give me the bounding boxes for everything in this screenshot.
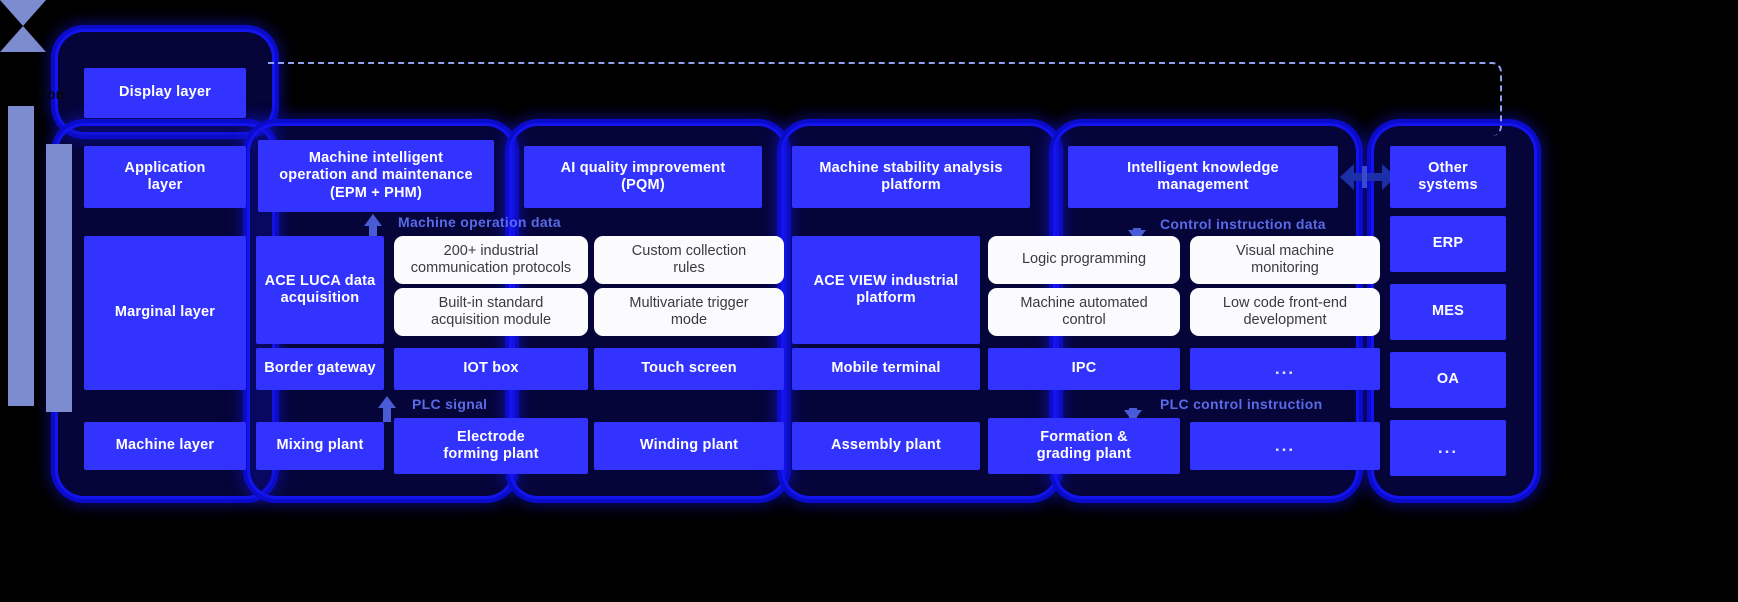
- bidirectional-arrow-icon: [1340, 160, 1396, 194]
- clipped-side-label: tion: [38, 86, 65, 102]
- card-custom-collection-rules[interactable]: Custom collection rules: [594, 236, 784, 284]
- app-card-machine-stability[interactable]: Machine stability analysis platform: [792, 146, 1030, 208]
- machine-more[interactable]: ...: [1190, 422, 1380, 470]
- app-card-machine-intelligent-om[interactable]: Machine intelligent operation and mainte…: [258, 140, 494, 212]
- card-visual-machine-monitoring[interactable]: Visual machine monitoring: [1190, 236, 1380, 284]
- card-low-code-front-end-development[interactable]: Low code front-end development: [1190, 288, 1380, 336]
- card-machine-automated-control[interactable]: Machine automated control: [988, 288, 1180, 336]
- card-logic-programming[interactable]: Logic programming: [988, 236, 1180, 284]
- machine-layer-label: Machine layer: [84, 422, 246, 470]
- device-more[interactable]: ...: [1190, 348, 1380, 390]
- device-iot-box[interactable]: IOT box: [394, 348, 588, 390]
- app-card-ai-quality-improvement[interactable]: AI quality improvement (PQM): [524, 146, 762, 208]
- machine-winding-plant[interactable]: Winding plant: [594, 422, 784, 470]
- application-layer-label: Application layer: [84, 146, 246, 208]
- downward-flow-arrow-head: [0, 0, 46, 26]
- app-card-intelligent-knowledge[interactable]: Intelligent knowledge management: [1068, 146, 1338, 208]
- machine-formation-grading-plant[interactable]: Formation & grading plant: [988, 418, 1180, 474]
- device-border-gateway[interactable]: Border gateway: [256, 348, 384, 390]
- marginal-platform-ace-view[interactable]: ACE VIEW industrial platform: [792, 236, 980, 344]
- display-layer-label: Display layer: [84, 68, 246, 118]
- right-col-erp[interactable]: ERP: [1390, 216, 1506, 272]
- machine-mixing-plant[interactable]: Mixing plant: [256, 422, 384, 470]
- right-col-oa[interactable]: OA: [1390, 352, 1506, 408]
- machine-assembly-plant[interactable]: Assembly plant: [792, 422, 980, 470]
- card-industrial-communication-protocols[interactable]: 200+ industrial communication protocols: [394, 236, 588, 284]
- flow-label-plc-signal: PLC signal: [412, 396, 488, 412]
- flow-label-control-instruction-data: Control instruction data: [1160, 216, 1326, 232]
- device-mobile-terminal[interactable]: Mobile terminal: [792, 348, 980, 390]
- flow-label-plc-control-instruction: PLC control instruction: [1160, 396, 1323, 412]
- marginal-layer-label: Marginal layer: [84, 236, 246, 390]
- right-col-mes[interactable]: MES: [1390, 284, 1506, 340]
- plc-signal-up-arrow-icon: [378, 396, 396, 422]
- upward-flow-arrow-stem: [46, 144, 72, 412]
- device-ipc[interactable]: IPC: [988, 348, 1180, 390]
- downward-flow-arrow-stem: [8, 106, 34, 406]
- device-touch-screen[interactable]: Touch screen: [594, 348, 784, 390]
- card-multivariate-trigger-mode[interactable]: Multivariate trigger mode: [594, 288, 784, 336]
- card-builtin-standard-acquisition-module[interactable]: Built-in standard acquisition module: [394, 288, 588, 336]
- machine-electrode-forming-plant[interactable]: Electrode forming plant: [394, 418, 588, 474]
- upward-flow-arrow-head: [0, 26, 46, 52]
- dashed-connector: [268, 62, 1502, 136]
- marginal-platform-ace-luca[interactable]: ACE LUCA data acquisition: [256, 236, 384, 344]
- right-col-more[interactable]: ...: [1390, 420, 1506, 476]
- flow-label-machine-operation-data: Machine operation data: [398, 214, 561, 230]
- machine-operation-data-up-arrow-icon: [364, 214, 382, 240]
- right-col-other-systems[interactable]: Other systems: [1390, 146, 1506, 208]
